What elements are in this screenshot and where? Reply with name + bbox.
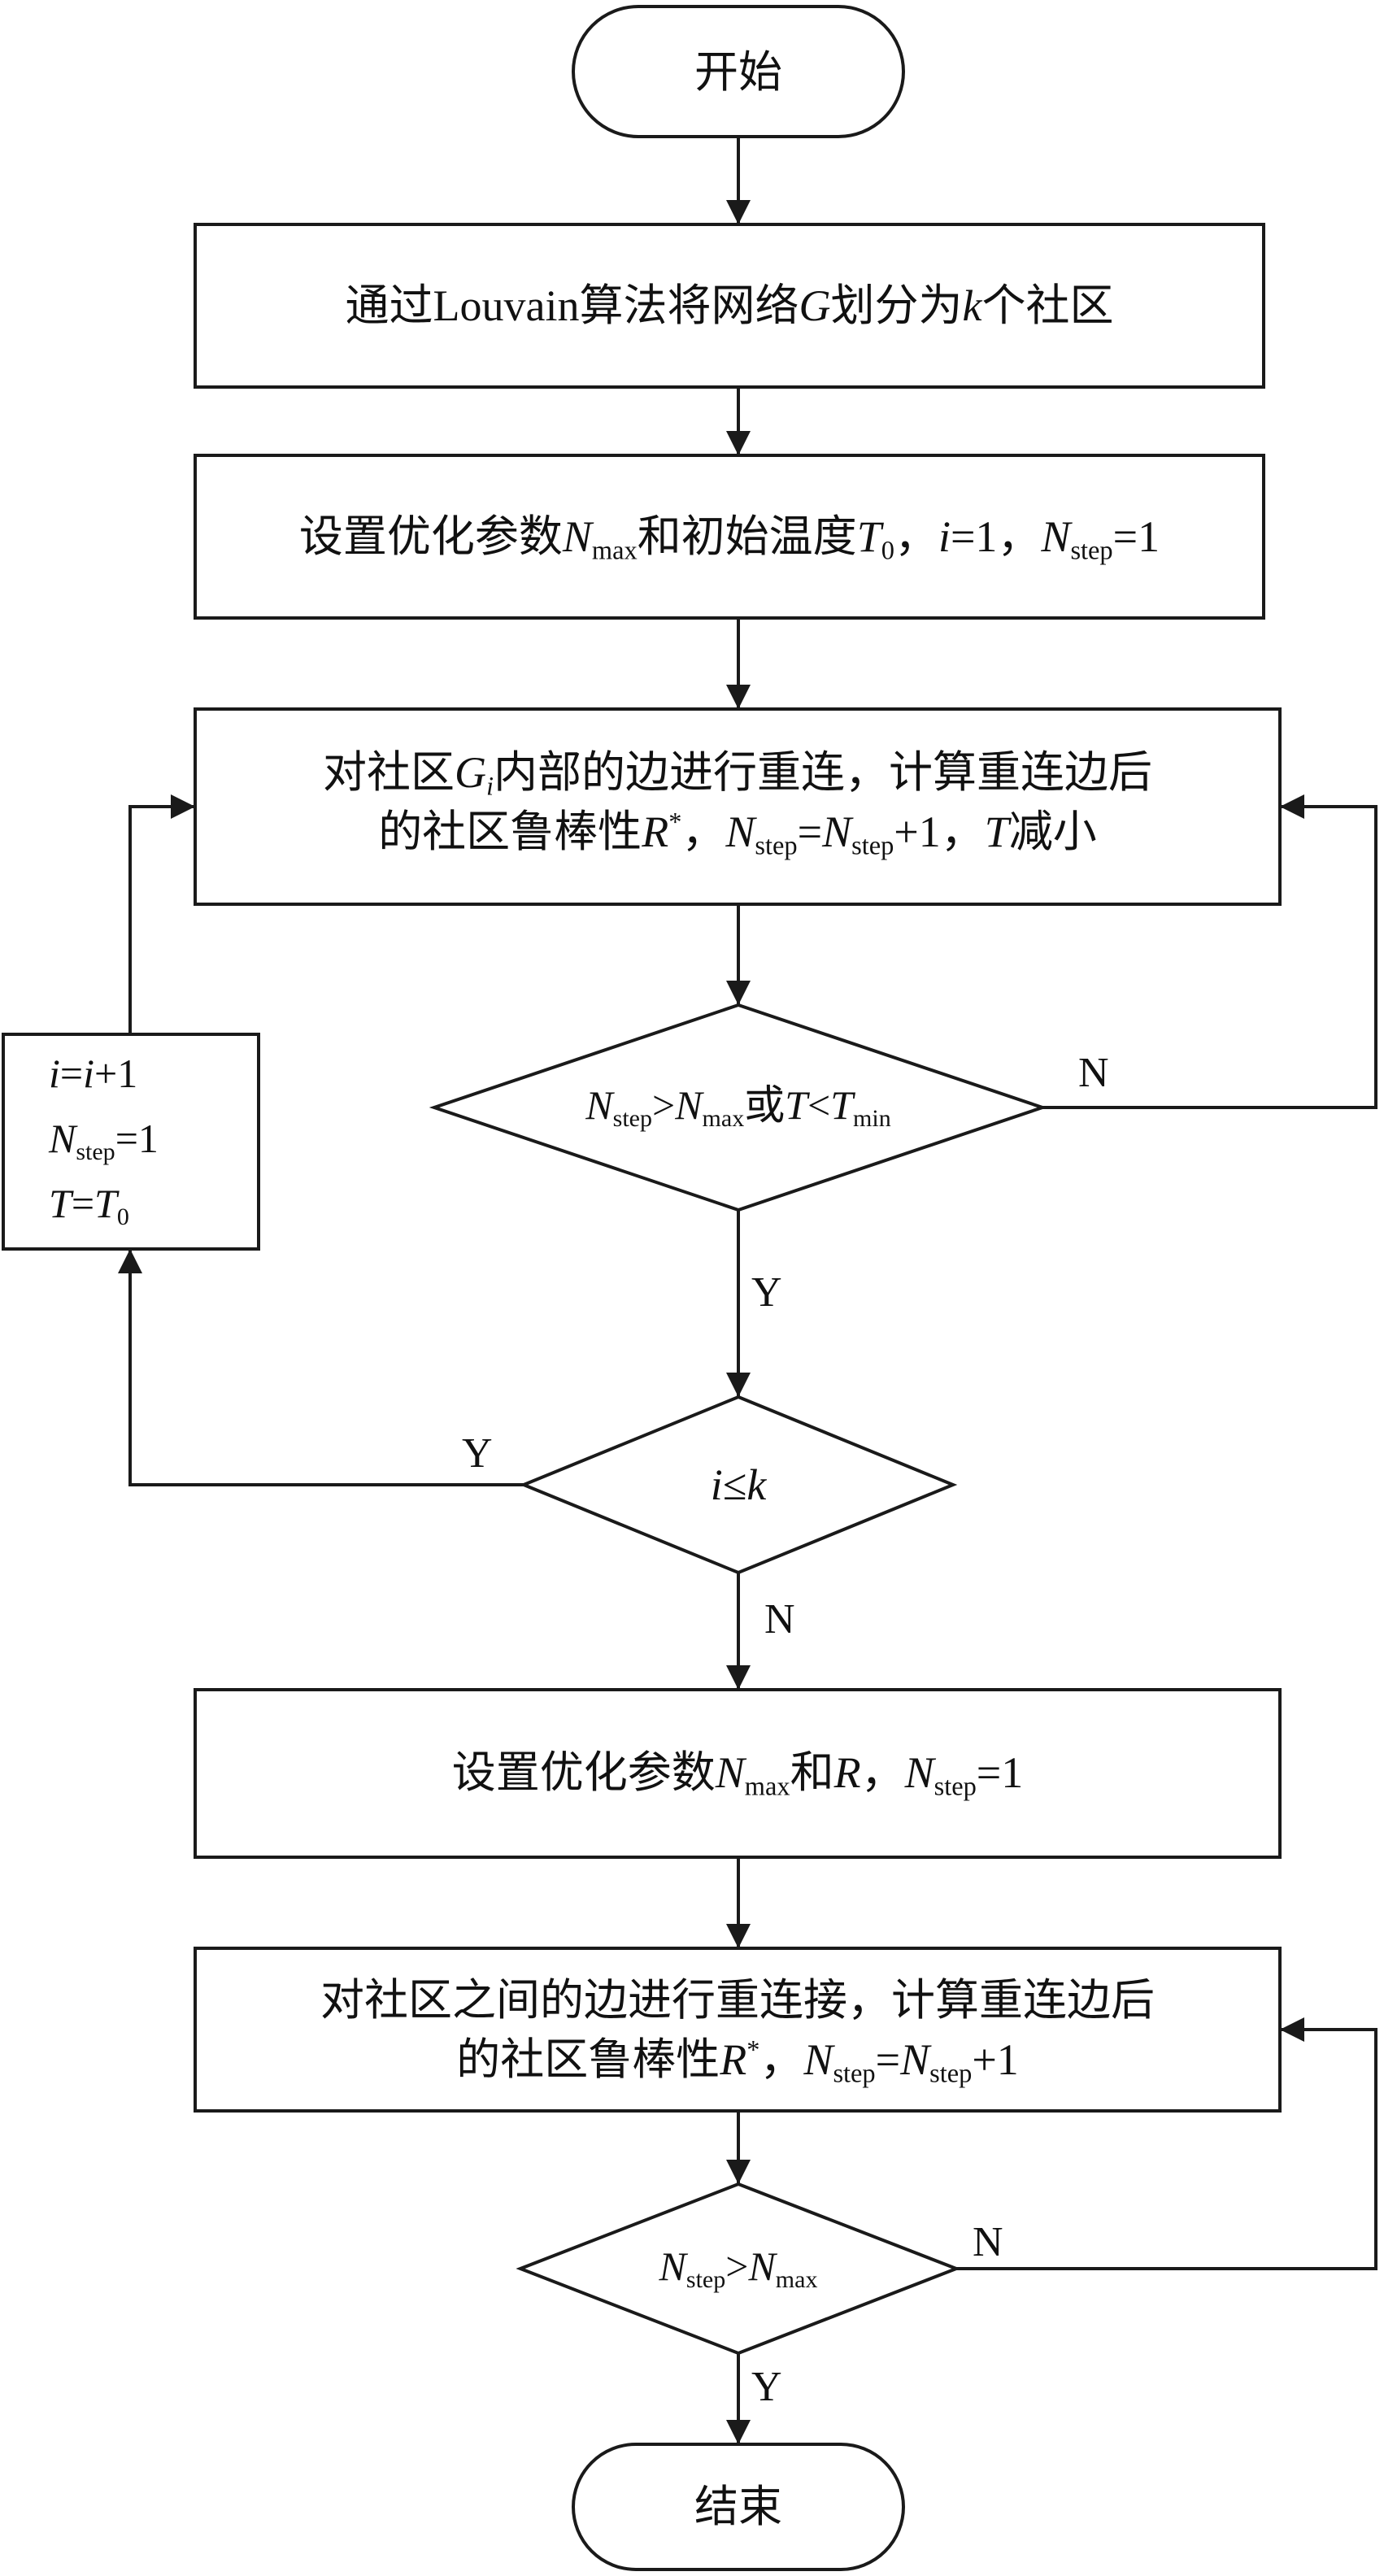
edge-label-final-yes: Y [751, 2364, 782, 2410]
init-process [194, 454, 1265, 620]
edge-cond-k-yes [118, 1249, 524, 1486]
edge-cond-inner-no-loop [1042, 794, 1377, 1109]
init-label: 设置优化参数Nmax和初始温度T0，i=1，Nstep=1 [298, 512, 1160, 566]
rewire-inner-label: 对社区Gi内部的边进行重连，计算重连边后 的社区鲁棒性R*，Nstep=Nste… [195, 743, 1280, 862]
louvain-process [194, 223, 1265, 389]
rewire-inner-line-1: 对社区Gi内部的边进行重连，计算重连边后 [323, 748, 1152, 802]
edge-reset-to-rewire-inner [128, 794, 195, 1034]
cond-final-label: Nstep>Nmax [659, 2243, 818, 2293]
edge-label-inner-no: N [1078, 1050, 1109, 1096]
louvain-label: 通过Louvain算法将网络G划分为k个社区 [345, 281, 1114, 330]
edge-label-k-yes: Y [462, 1430, 493, 1477]
cond-inner-label: Nstep>Nmax或T<Tmin [585, 1082, 891, 1132]
edge-label-inner-yes: Y [751, 1269, 782, 1316]
init2-process [194, 1688, 1282, 1859]
rewire-inter-label: 对社区之间的边进行重连接，计算重连边后 的社区鲁棒性R*，Nstep=Nstep… [195, 1971, 1280, 2090]
rewire-inter-line-1: 对社区之间的边进行重连接，计算重连边后 [320, 1976, 1155, 2025]
reset-line-3: T=T0 [49, 1181, 129, 1230]
rewire-inter-line-2: 的社区鲁棒性R*，Nstep=Nstep+1 [456, 2034, 1019, 2089]
rewire-inner-process [194, 707, 1282, 906]
start-label: 开始 [694, 48, 782, 97]
edge-label-k-no: N [764, 1596, 795, 1643]
rewire-inner-line-2: 的社区鲁棒性R*，Nstep=Nstep+1，T减小 [378, 807, 1097, 861]
reset-line-2: Nstep=1 [49, 1116, 159, 1165]
cond-k-label: i≤k [710, 1460, 767, 1509]
reset-label: i=i+1 Nstep=1 T=T0 [49, 1041, 252, 1236]
edge-label-final-no: N [973, 2219, 1003, 2265]
reset-line-1: i=i+1 [49, 1051, 138, 1096]
end-label: 结束 [694, 2482, 782, 2531]
init2-label: 设置优化参数Nmax和R，Nstep=1 [451, 1748, 1024, 1802]
edge-cond-final-no-loop [956, 2017, 1377, 2270]
